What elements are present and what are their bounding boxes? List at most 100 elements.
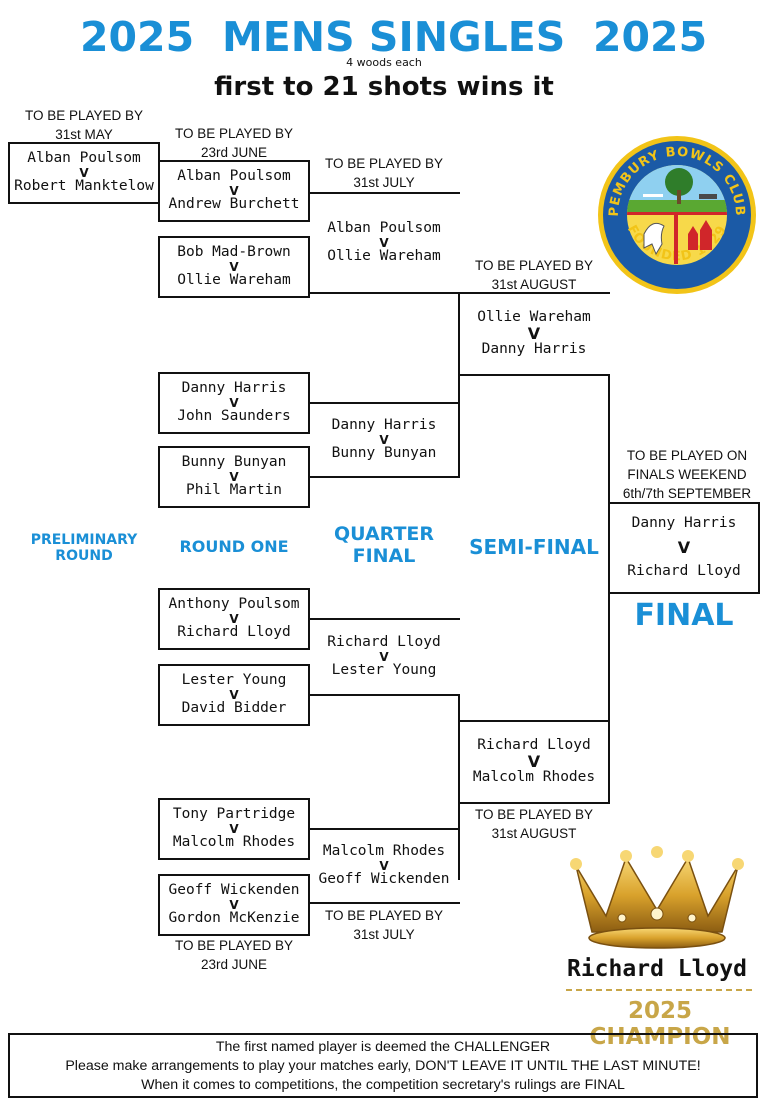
deadline-qf-top: TO BE PLAYED BY 31st JULY <box>324 156 444 190</box>
player-1: Alban Poulsom <box>27 150 141 167</box>
champion-title: 2025 CHAMPION <box>589 998 731 1050</box>
connector <box>308 292 460 294</box>
footer-line-1: The first named player is deemed the CHA… <box>215 1039 551 1055</box>
deadline-prelim: TO BE PLAYED BY 31st MAY <box>24 108 144 142</box>
vs-label: V <box>229 259 239 274</box>
player-2: Ollie Wareham <box>177 272 291 289</box>
player-2: John Saunders <box>177 408 291 425</box>
vs-label: V <box>527 323 541 343</box>
match-qf-1: Alban Poulsom V Ollie Wareham <box>308 192 460 294</box>
player-2: Danny Harris <box>481 341 587 358</box>
title-text: MENS SINGLES <box>222 13 566 61</box>
subtitle-big: first to 21 shots wins it <box>214 72 554 102</box>
player-1: Bob Mad-Brown <box>177 244 291 261</box>
player-1: Malcolm Rhodes <box>322 843 446 860</box>
label-final: FINAL <box>634 598 734 633</box>
connector <box>458 720 610 722</box>
player-2: Gordon McKenzie <box>168 910 300 927</box>
connector <box>458 292 610 294</box>
vs-label: V <box>379 235 389 250</box>
vs-label: V <box>379 432 389 447</box>
connector <box>458 802 610 804</box>
connector <box>608 594 610 804</box>
player-2: Ollie Wareham <box>327 248 441 265</box>
player-1: Bunny Bunyan <box>181 454 287 471</box>
vs-label: V <box>229 687 239 702</box>
connector <box>608 374 610 594</box>
footer-line-3: When it comes to competitions, the compe… <box>141 1077 625 1093</box>
connector <box>458 694 460 880</box>
connector <box>308 902 460 904</box>
footer-notes: The first named player is deemed the CHA… <box>8 1033 758 1098</box>
player-1: Tony Partridge <box>172 806 296 823</box>
crown-icon <box>566 846 748 954</box>
match-r1-1: Alban Poulsom V Andrew Burchett <box>158 160 310 222</box>
label-round-one: ROUND ONE <box>179 537 289 556</box>
player-1: Danny Harris <box>181 380 287 397</box>
match-r1-6: Lester Young V David Bidder <box>158 664 310 726</box>
year-right: 2025 <box>593 13 708 61</box>
match-r1-2: Bob Mad-Brown V Ollie Wareham <box>158 236 310 298</box>
match-qf-2: Danny Harris V Bunny Bunyan <box>308 402 460 478</box>
subtitle-small: 4 woods each <box>346 56 422 69</box>
vs-label: V <box>677 537 691 557</box>
match-prelim: Alban Poulsom V Robert Manktelow <box>8 142 160 204</box>
deadline-r1-top: TO BE PLAYED BY 23rd JUNE <box>174 126 294 160</box>
player-1: Ollie Wareham <box>477 309 591 326</box>
deadline-sf-top: TO BE PLAYED BY 31st AUGUST <box>474 258 594 292</box>
vs-label: V <box>379 649 389 664</box>
match-qf-4: Malcolm Rhodes V Geoff Wickenden <box>308 828 460 904</box>
connector <box>308 476 460 478</box>
player-2: Phil Martin <box>185 482 283 499</box>
player-2: Malcolm Rhodes <box>172 834 296 851</box>
player-1: Richard Lloyd <box>477 737 591 754</box>
footer-line-2: Please make arrangements to play your ma… <box>65 1058 701 1074</box>
vs-label: V <box>229 183 239 198</box>
connector <box>308 694 460 696</box>
match-r1-8: Geoff Wickenden V Gordon McKenzie <box>158 874 310 936</box>
vs-label: V <box>229 395 239 410</box>
match-r1-5: Anthony Poulsom V Richard Lloyd <box>158 588 310 650</box>
player-1: Anthony Poulsom <box>168 596 300 613</box>
page-title: 2025 MENS SINGLES 2025 <box>0 6 768 68</box>
match-final: Danny Harris V Richard Lloyd <box>608 502 760 594</box>
player-2: Robert Manktelow <box>14 178 154 195</box>
connector <box>458 292 460 478</box>
player-2: Richard Lloyd <box>627 563 741 580</box>
year-left: 2025 <box>80 13 195 61</box>
label-preliminary-round: PRELIMINARY ROUND <box>30 532 138 565</box>
player-2: David Bidder <box>181 700 287 717</box>
connector <box>458 374 610 376</box>
label-semi-final: SEMI-FINAL <box>469 535 599 559</box>
club-logo: PEMBURY BOWLS CLUB FOUNDED 1929 <box>596 134 758 296</box>
vs-label: V <box>229 469 239 484</box>
deadline-qf-bottom: TO BE PLAYED BY 31st JULY <box>324 908 444 942</box>
vs-label: V <box>527 751 541 771</box>
player-1: Geoff Wickenden <box>168 882 300 899</box>
vs-label: V <box>229 611 239 626</box>
player-1: Lester Young <box>181 672 287 689</box>
champion-divider <box>566 989 752 991</box>
player-2: Lester Young <box>331 662 437 679</box>
connector <box>308 192 460 194</box>
player-1: Richard Lloyd <box>327 634 441 651</box>
player-1: Danny Harris <box>331 417 437 434</box>
player-2: Richard Lloyd <box>177 624 291 641</box>
player-2: Geoff Wickenden <box>318 871 450 888</box>
label-quarter-final: QUARTER FINAL <box>333 523 435 567</box>
deadline-final: TO BE PLAYED ON FINALS WEEKEND 6th/7th S… <box>622 448 752 501</box>
vs-label: V <box>379 858 389 873</box>
match-qf-3: Richard Lloyd V Lester Young <box>308 618 460 696</box>
match-sf-2: Richard Lloyd V Malcolm Rhodes <box>458 720 610 804</box>
player-2: Andrew Burchett <box>168 196 300 213</box>
player-2: Malcolm Rhodes <box>472 769 596 786</box>
vs-label: V <box>229 821 239 836</box>
match-r1-3: Danny Harris V John Saunders <box>158 372 310 434</box>
player-1: Danny Harris <box>631 515 737 532</box>
champion-name: Richard Lloyd <box>566 956 747 982</box>
connector <box>308 402 460 404</box>
vs-label: V <box>79 165 89 180</box>
player-1: Alban Poulsom <box>327 220 441 237</box>
match-sf-1: Ollie Wareham V Danny Harris <box>458 292 610 376</box>
deadline-sf-bottom: TO BE PLAYED BY 31st AUGUST <box>474 807 594 841</box>
